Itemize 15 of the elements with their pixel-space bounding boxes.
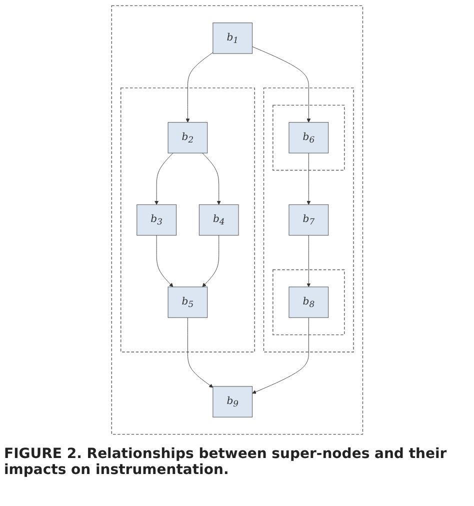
node-box: b$_{9}$ <box>212 386 252 418</box>
cluster <box>120 88 255 352</box>
cluster <box>263 88 354 352</box>
node-box: b$_{4}$ <box>198 204 239 236</box>
node-box: b$_{3}$ <box>136 204 176 236</box>
node-box: b$_{1}$ <box>212 22 252 54</box>
figure-caption: FIGURE 2. Relationships between super-nodes and their impacts on instrumentation. <box>4 446 448 478</box>
node-box: b$_{7}$ <box>288 204 328 236</box>
cluster <box>272 104 345 171</box>
cluster <box>111 5 363 435</box>
node-box: b$_{2}$ <box>168 122 208 154</box>
node-box: b$_{5}$ <box>168 286 208 318</box>
node-box: b$_{8}$ <box>288 286 328 318</box>
node-box: b$_{6}$ <box>288 122 328 154</box>
cluster <box>272 269 345 336</box>
